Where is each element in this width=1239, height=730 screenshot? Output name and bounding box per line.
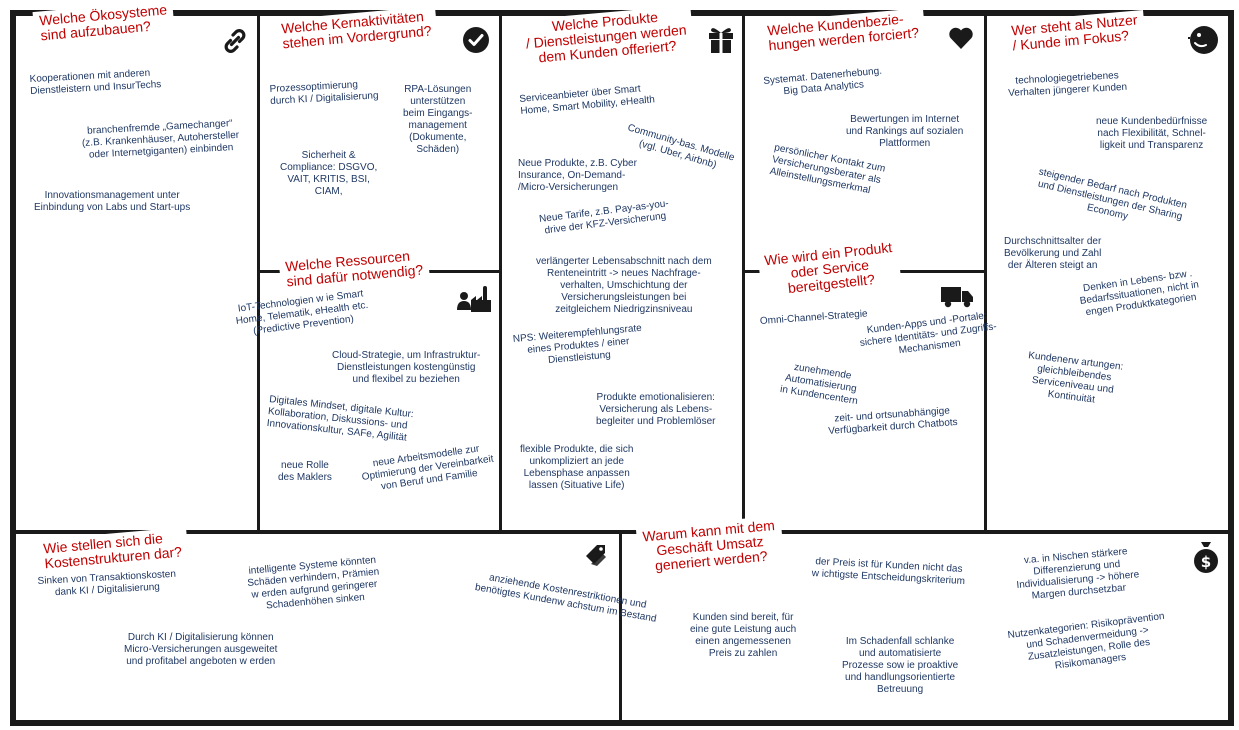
text-line: Versicherung als Lebens- bbox=[599, 404, 713, 415]
text-line: Innovationsmanagement unter bbox=[44, 190, 180, 201]
text-line: des Maklers bbox=[278, 472, 332, 483]
divider-activities-value bbox=[499, 14, 502, 532]
factory-worker-icon bbox=[457, 286, 491, 312]
text-line: VAIT, KRITIS, BSI, bbox=[287, 174, 370, 185]
text-line: Compliance: DSGVO, bbox=[280, 162, 378, 173]
text-line: Lebensphase anpassen bbox=[523, 468, 630, 479]
text-line: Preis zu zahlen bbox=[708, 648, 778, 659]
text-line: RPA-Lösungen bbox=[404, 84, 472, 95]
svg-text:$: $ bbox=[1201, 553, 1211, 571]
text-line: eine gute Leistung auch bbox=[690, 624, 797, 635]
text-line: verlängerter Lebensabschnitt nach dem bbox=[536, 256, 712, 267]
text-line: und flexibel zu beziehen bbox=[352, 374, 460, 385]
text-line: lassen (Situative Life) bbox=[528, 480, 625, 491]
text-line: und handlungsorientierte bbox=[845, 672, 956, 683]
divider-relationships-segments bbox=[984, 14, 987, 532]
text-line: zeitgleichem Niedrigzinsniveau bbox=[555, 304, 693, 315]
link-icon bbox=[224, 29, 246, 53]
check-circle-icon bbox=[463, 27, 489, 53]
text-line: Betreuung bbox=[877, 684, 924, 695]
text-line: unkompliziert an jede bbox=[529, 456, 624, 467]
text-line: management bbox=[408, 120, 467, 131]
text-line: beim Eingangs- bbox=[403, 108, 473, 119]
divider-partners-activities bbox=[257, 14, 260, 532]
value-note-7: Produkte emotionalisieren:Versicherung a… bbox=[596, 392, 716, 428]
text-line: Bevölkerung und Zahl bbox=[1004, 248, 1102, 259]
text-line: Schäden) bbox=[416, 144, 460, 155]
text-line: nach Flexibilität, Schnel- bbox=[1097, 128, 1206, 139]
text-line: unterstützen bbox=[410, 96, 466, 107]
resources-note-2: Cloud-Strategie, um Infrastruktur-Dienst… bbox=[332, 350, 480, 386]
text-line: Produkte emotionalisieren: bbox=[596, 392, 715, 403]
text-line: verhalten, Umschichtung der bbox=[560, 280, 688, 291]
text-line: Durchschnittsalter der bbox=[1004, 236, 1102, 247]
text-line: neue Kundenbedürfnisse bbox=[1096, 116, 1208, 127]
text-line: Plattformen bbox=[879, 138, 931, 149]
text-line: Einbindung von Labs und Start-ups bbox=[34, 202, 191, 213]
text-line: und profitabel angeboten w erden bbox=[126, 656, 276, 667]
text-line: Durch KI / Digitalisierung können bbox=[127, 632, 274, 643]
text-line: begleiter und Problemlöser bbox=[596, 416, 716, 427]
text-line: Versicherungsleistungen bei bbox=[561, 292, 687, 303]
divider-value-relationships bbox=[742, 14, 745, 532]
text-line: CIAM, bbox=[314, 186, 343, 197]
canvas-border bbox=[10, 10, 1234, 726]
text-line: der Älteren steigt an bbox=[1007, 260, 1098, 271]
divider-top-bottom bbox=[14, 530, 1230, 534]
text-line: Kunden sind bereit, für bbox=[692, 612, 794, 623]
activities-note-3: Sicherheit &Compliance: DSGVO,VAIT, KRIT… bbox=[280, 150, 377, 198]
text-line: und automatisierte bbox=[858, 648, 942, 659]
text-line: neue Rolle bbox=[281, 460, 329, 471]
text-line: Insurance, On-Demand- bbox=[518, 170, 626, 181]
text-line: einen angemessenen bbox=[695, 636, 791, 647]
text-line: flexible Produkte, die sich bbox=[520, 444, 634, 455]
text-line: und Rankings auf sozialen bbox=[846, 126, 964, 137]
text-line: (Dokumente, bbox=[409, 132, 467, 143]
text-line: Neue Produkte, z.B. Cyber bbox=[518, 158, 637, 169]
text-line: Bewertungen im Internet bbox=[850, 114, 960, 125]
price-tags-icon bbox=[586, 545, 606, 566]
divider-costs-revenue bbox=[619, 532, 622, 724]
gift-icon bbox=[709, 28, 733, 53]
truck-icon bbox=[941, 287, 973, 308]
heart-icon bbox=[949, 27, 973, 49]
text-line: Sicherheit & bbox=[301, 150, 356, 161]
text-line: Renteneintritt -> neues Nachfrage- bbox=[546, 268, 701, 279]
text-line: Im Schadenfall schlanke bbox=[845, 636, 955, 647]
text-line: Cloud-Strategie, um Infrastruktur- bbox=[332, 350, 481, 361]
text-line: Micro-Versicherungen ausgeweitet bbox=[124, 644, 278, 655]
text-line: ligkeit und Transparenz bbox=[1099, 140, 1204, 151]
smiley-icon bbox=[1188, 26, 1218, 54]
text-line: /Micro-Versicherungen bbox=[518, 182, 619, 193]
text-line: Prozesse sow ie proaktive bbox=[842, 660, 959, 671]
text-line: Dienstleistungen kostengünstig bbox=[336, 362, 476, 373]
money-bag-icon: $ bbox=[1194, 542, 1218, 573]
